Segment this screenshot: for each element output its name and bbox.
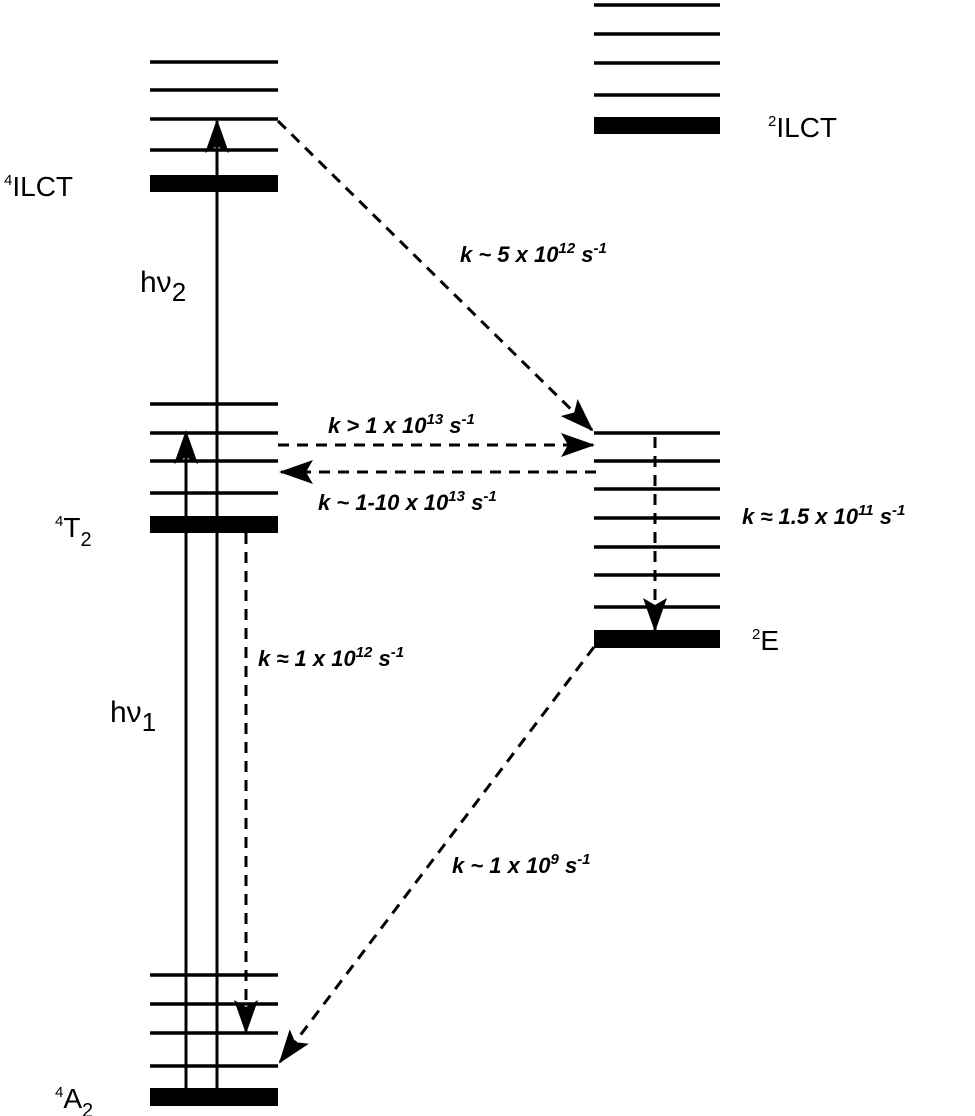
- level-4a2: [150, 973, 278, 1106]
- rate-4t2-to-4a2: k ≈ 1 x 1012 s-1: [258, 644, 404, 671]
- level-4t2: [150, 402, 278, 533]
- label-4t2: 4T2: [55, 512, 92, 551]
- level-2ilct: [594, 3, 720, 134]
- label-hv2: hν2: [140, 266, 186, 307]
- rate-2e-to-4a2: k ~ 1 x 109 s-1: [452, 851, 591, 878]
- rate-4ilct-to-2e: k ~ 5 x 1012 s-1: [460, 240, 607, 267]
- label-4ilct: 4ILCT: [4, 171, 73, 202]
- arrow-2e-to-4a2: [278, 646, 596, 1064]
- label-2ilct: 2ILCT: [768, 112, 837, 143]
- arrow-4ilct-to-2e: [276, 119, 594, 432]
- label-4a2: 4A2: [55, 1083, 93, 1116]
- label-2e: 2E: [752, 625, 779, 656]
- rate-2e-to-4t2: k ~ 1-10 x 1013 s-1: [318, 488, 497, 515]
- level-4ilct: [150, 60, 278, 192]
- rate-2e-relaxation: k ≈ 1.5 x 1011 s-1: [742, 502, 905, 529]
- rate-4t2-to-2e: k > 1 x 1013 s-1: [328, 411, 475, 438]
- label-hv1: hν1: [110, 696, 156, 737]
- level-2e: [594, 431, 720, 648]
